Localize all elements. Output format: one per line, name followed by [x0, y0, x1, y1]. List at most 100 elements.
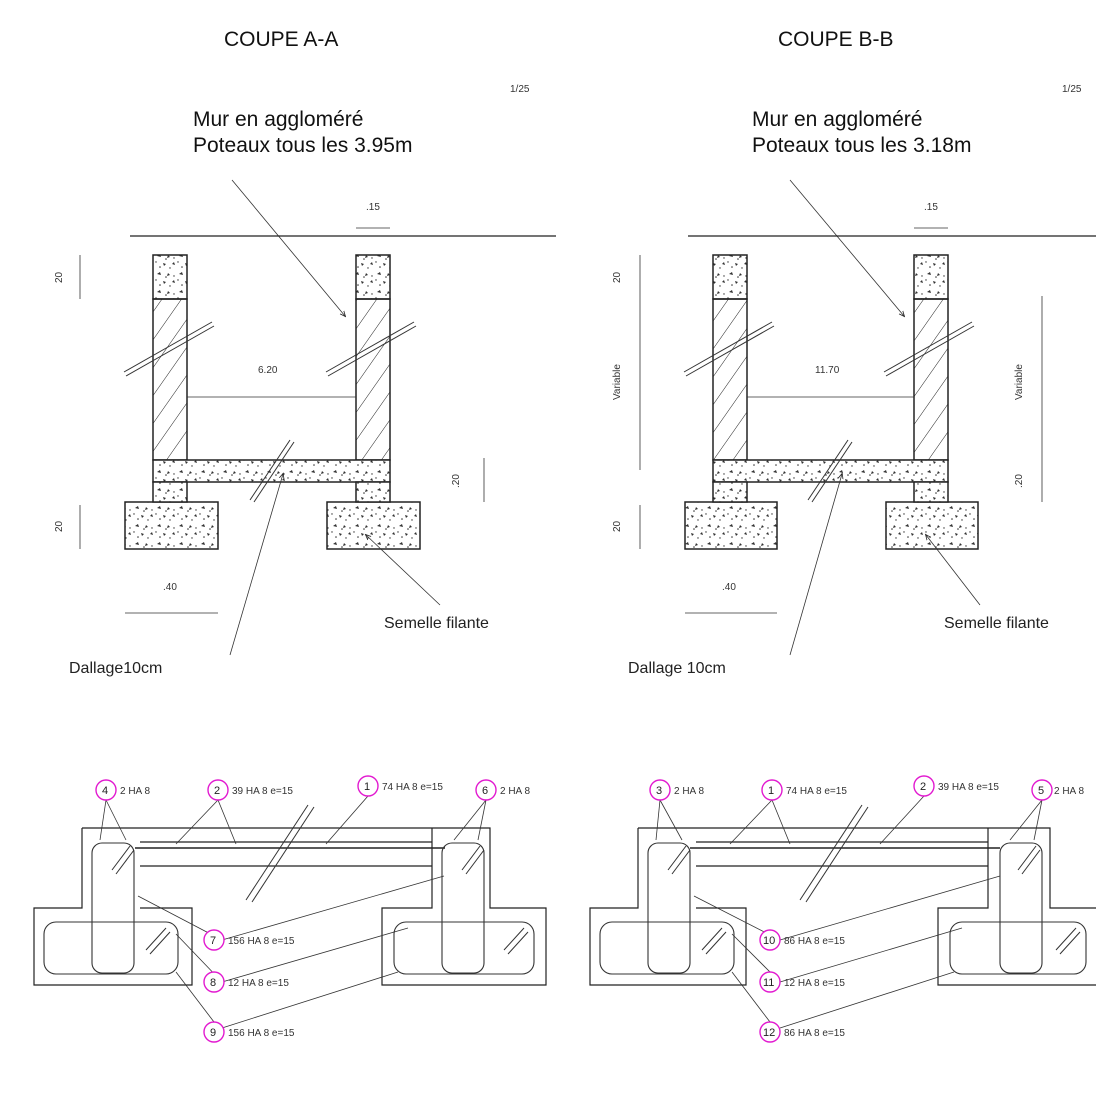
footing-right — [885, 501, 979, 550]
rebar-number: 2 — [920, 781, 926, 793]
rebar-number: 10 — [763, 935, 775, 947]
rebar-leader — [1009, 799, 1043, 841]
stirrup-left — [647, 842, 691, 974]
section-title: COUPE A-A — [224, 28, 338, 51]
rebar-bubble — [203, 1021, 225, 1043]
rebar-leader — [217, 799, 237, 845]
rebar-bubble — [759, 1021, 781, 1043]
rebar-leader — [729, 799, 773, 845]
section-b-b: COUPE B-B 1/25 Mur en aggloméré Poteaux … — [589, 28, 1096, 1043]
rebar-leader — [99, 799, 107, 841]
rebar-text: 156 HA 8 e=15 — [228, 936, 295, 947]
rebar-bubble — [203, 971, 225, 993]
slab — [712, 459, 949, 483]
rebar-leader — [879, 795, 925, 845]
break-line — [253, 441, 295, 503]
dim-right-20: .20 — [451, 474, 462, 488]
detail-outline — [33, 827, 547, 986]
rebar-text: 2 HA 8 — [674, 786, 704, 797]
rebar-leader — [1033, 799, 1043, 841]
wall-left-cap — [152, 254, 188, 300]
stirrup-left — [91, 842, 135, 974]
slab — [152, 459, 391, 483]
rebar-bubble — [203, 929, 225, 951]
wall-left-cap — [712, 254, 748, 300]
rebar-text: 39 HA 8 e=15 — [938, 782, 999, 793]
rebar-text: 74 HA 8 e=15 — [786, 786, 847, 797]
dim-left-20: 20 — [612, 271, 623, 283]
wall-note-line2: Poteaux tous les 3.18m — [752, 134, 971, 157]
wall-leader — [789, 179, 904, 316]
rebar-text: 86 HA 8 e=15 — [784, 1028, 845, 1039]
wall-right — [913, 298, 949, 461]
rebar-leader — [779, 927, 963, 983]
dim-top: .15 — [924, 202, 938, 213]
break-line — [1055, 927, 1077, 951]
dim-top: .15 — [366, 202, 380, 213]
dim-span: 6.20 — [258, 365, 278, 376]
wall-note-line1: Mur en aggloméré — [193, 108, 363, 131]
rebar-number: 1 — [768, 785, 774, 797]
footing-stirrup-left — [599, 921, 735, 975]
section-title: COUPE B-B — [778, 28, 894, 51]
detail-outline — [589, 827, 1096, 986]
break-line — [811, 441, 853, 503]
break-line — [685, 325, 775, 377]
break-line — [465, 849, 485, 875]
rebar-number: 4 — [102, 785, 108, 797]
wall-left — [712, 298, 748, 461]
wall-right-cap — [355, 254, 391, 300]
break-line — [671, 849, 691, 875]
break-line — [111, 845, 131, 871]
dim-variable-right: Variable — [1014, 364, 1025, 400]
dim-width: .40 — [722, 582, 736, 593]
rebar-bubble — [357, 775, 379, 797]
rebar-leader — [175, 799, 219, 845]
break-line — [683, 321, 773, 373]
dallage-label: Dallage10cm — [69, 660, 162, 677]
rebar-text: 12 HA 8 e=15 — [228, 978, 289, 989]
break-line — [701, 927, 723, 951]
rebar-leader — [453, 799, 487, 841]
rebar-text: 2 HA 8 — [500, 786, 530, 797]
break-line — [149, 931, 171, 955]
rebar-bubble — [649, 779, 671, 801]
scale-label: 1/25 — [1062, 84, 1082, 95]
rebar-bubble — [759, 971, 781, 993]
break-line — [807, 439, 849, 501]
rebar-leader — [175, 971, 215, 1023]
scale-label: 1/25 — [510, 84, 530, 95]
rebar-bubble — [95, 779, 117, 801]
rebar-leader — [221, 927, 409, 983]
break-line — [1059, 931, 1081, 955]
footing-left-stem — [712, 481, 748, 503]
break-line — [883, 321, 973, 373]
dallage-leader — [229, 474, 283, 656]
rebar-text: 86 HA 8 e=15 — [784, 936, 845, 947]
dim-right-20: .20 — [1014, 474, 1025, 488]
break-line — [251, 806, 315, 903]
dim-left-20: 20 — [54, 271, 65, 283]
rebar-number: 8 — [210, 977, 216, 989]
footing-stirrup-right — [393, 921, 535, 975]
dim-variable-left: Variable — [612, 364, 623, 400]
wall-left — [152, 298, 188, 461]
break-line — [123, 321, 213, 373]
break-line — [1021, 849, 1041, 875]
rebar-leader — [105, 799, 127, 841]
rebar-number: 1 — [364, 781, 370, 793]
stirrup-right — [441, 842, 485, 974]
rebar-text: 12 HA 8 e=15 — [784, 978, 845, 989]
rebar-bubble — [475, 779, 497, 801]
break-line — [145, 927, 167, 951]
break-line — [249, 439, 291, 501]
break-line — [461, 845, 481, 871]
rebar-leader — [731, 971, 771, 1023]
rebar-number: 3 — [656, 785, 662, 797]
footing-left-stem — [152, 481, 188, 503]
rebar-text: 2 HA 8 — [1054, 786, 1084, 797]
rebar-number: 12 — [763, 1027, 775, 1039]
break-line — [507, 931, 529, 955]
rebar-leader — [779, 875, 1001, 941]
rebar-leader — [779, 971, 955, 1029]
